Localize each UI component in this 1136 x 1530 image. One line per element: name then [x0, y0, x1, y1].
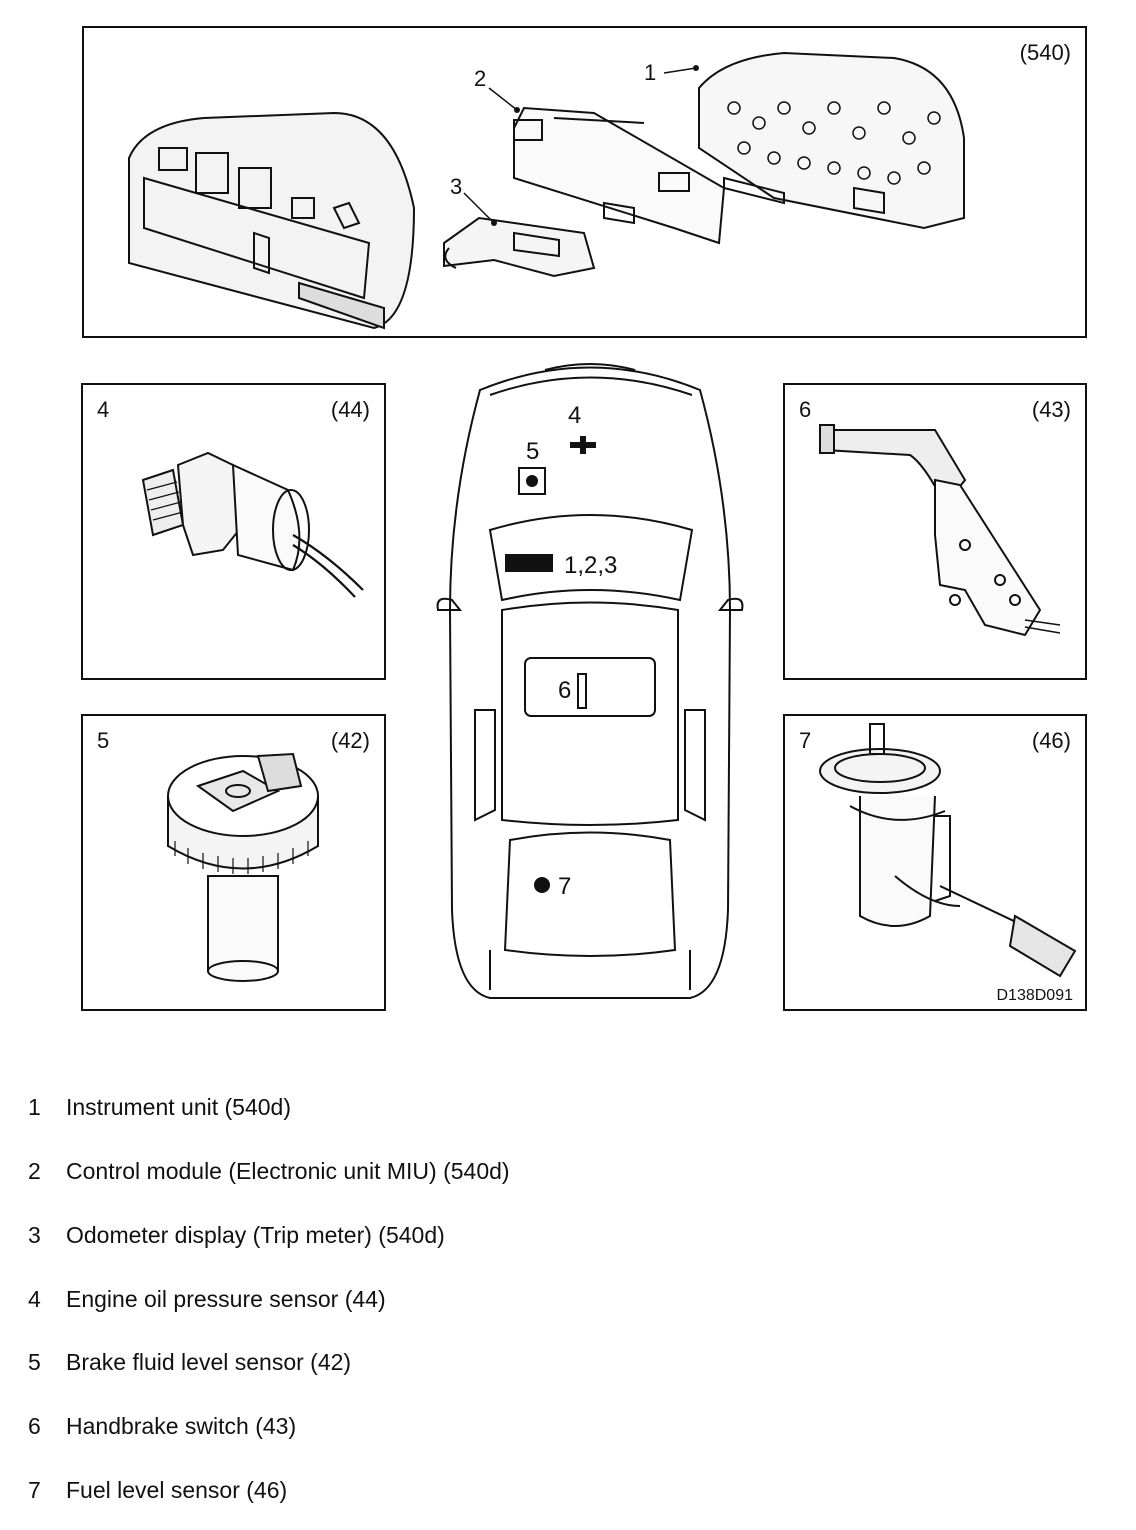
legend-text: Fuel level sensor (46)	[66, 1477, 288, 1503]
panel-4-number: 4	[97, 397, 110, 422]
brake-fluid-sensor-illustration	[167, 752, 319, 982]
handbrake-lever-illustration	[819, 424, 1061, 637]
car-label-4: 4	[568, 402, 582, 429]
car-label-5: 5	[526, 438, 540, 465]
legend-text: Brake fluid level sensor (42)	[66, 1349, 352, 1375]
car-label-6: 6	[558, 677, 572, 704]
instrument-location-marker	[505, 554, 553, 572]
panel-5-ref: (42)	[330, 728, 370, 753]
legend-number: 6	[28, 1413, 41, 1439]
instrument-cluster-panel: 1 2 3 (540)	[82, 26, 1087, 338]
legend-text: Odometer display (Trip meter) (540d)	[66, 1222, 445, 1248]
legend-text: Control module (Electronic unit MIU) (54…	[66, 1158, 510, 1184]
panel-6-ref: (43)	[1031, 397, 1071, 422]
legend-text: Instrument unit (540d)	[66, 1094, 292, 1120]
fuel-level-sensor-panel: 7 (46) D138D091	[783, 714, 1087, 1011]
handbrake-switch-panel: 6 (43)	[783, 383, 1087, 680]
fuel-sensor-location-marker	[534, 877, 550, 893]
callout-1: 1	[644, 60, 657, 85]
car-top-view: 4 5 1,2,3 6 7	[430, 350, 750, 1010]
callout-3: 3	[450, 174, 463, 199]
oil-pressure-sensor-panel: 4 (44)	[81, 383, 386, 680]
legend-number: 3	[28, 1222, 41, 1248]
legend-number: 5	[28, 1349, 41, 1375]
car-label-1-2-3: 1,2,3	[564, 552, 618, 579]
drawing-code: D138D091	[996, 987, 1074, 1004]
panel-5-number: 5	[97, 728, 110, 753]
panel-6-number: 6	[799, 397, 812, 422]
oil-pressure-location-marker	[570, 436, 596, 454]
legend-text: Handbrake switch (43)	[66, 1413, 297, 1439]
oil-pressure-sensor-illustration	[141, 451, 364, 598]
panel-4-ref: (44)	[330, 397, 370, 422]
legend-number: 4	[28, 1286, 41, 1312]
legend-text: Engine oil pressure sensor (44)	[66, 1286, 386, 1312]
car-outline	[436, 363, 744, 999]
handbrake-location-marker	[577, 673, 587, 709]
callout-2: 2	[474, 66, 487, 91]
legend-number: 7	[28, 1477, 41, 1503]
instrument-cluster-illustration	[128, 51, 965, 330]
brake-fluid-sensor-panel: 5 (42)	[81, 714, 386, 1011]
panel-7-ref: (46)	[1031, 728, 1071, 753]
fuel-pump-sensor-illustration	[819, 723, 1077, 978]
panel-ref-540: (540)	[1019, 40, 1071, 65]
legend-number: 1	[28, 1094, 41, 1120]
car-label-7: 7	[558, 873, 572, 900]
legend-number: 2	[28, 1158, 41, 1184]
panel-7-number: 7	[799, 728, 812, 753]
